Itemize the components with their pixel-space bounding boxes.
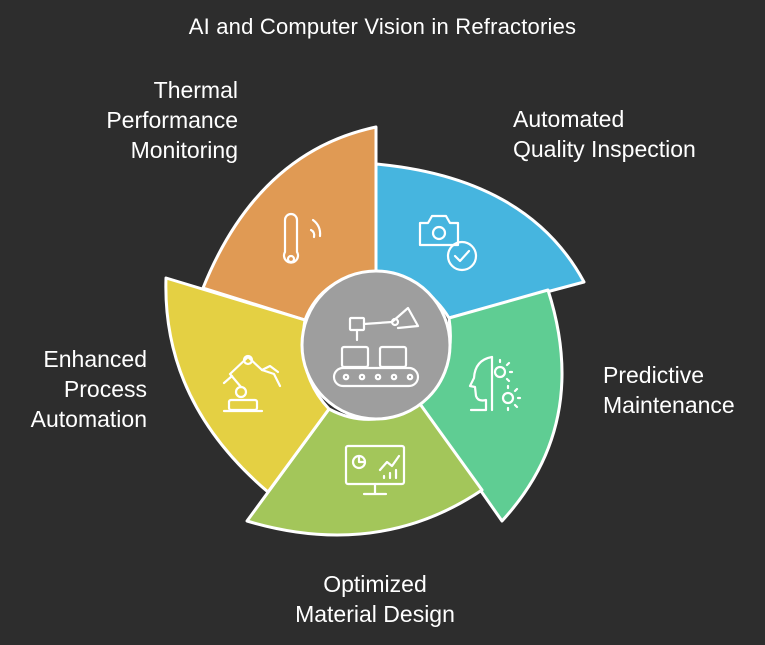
conveyor-robot-icon bbox=[332, 306, 420, 388]
camera-check-icon bbox=[418, 214, 478, 272]
diagram-title: AI and Computer Vision in Refractories bbox=[188, 14, 577, 39]
monitor-chart-icon bbox=[344, 444, 406, 496]
label-predictive-maintenance: Predictive Maintenance bbox=[603, 362, 735, 418]
label-automated-quality-inspection: Automated Quality Inspection bbox=[513, 106, 696, 162]
robot-arm-icon bbox=[222, 354, 282, 413]
label-thermal-performance-monitoring: Thermal Performance Monitoring bbox=[106, 77, 238, 163]
label-optimized-material-design: Optimized Material Design bbox=[295, 571, 455, 627]
center-hub bbox=[300, 269, 452, 421]
thermometer-icon bbox=[282, 212, 322, 264]
head-gear-icon bbox=[468, 355, 522, 412]
label-enhanced-process-automation: Enhanced Process Automation bbox=[30, 346, 147, 432]
